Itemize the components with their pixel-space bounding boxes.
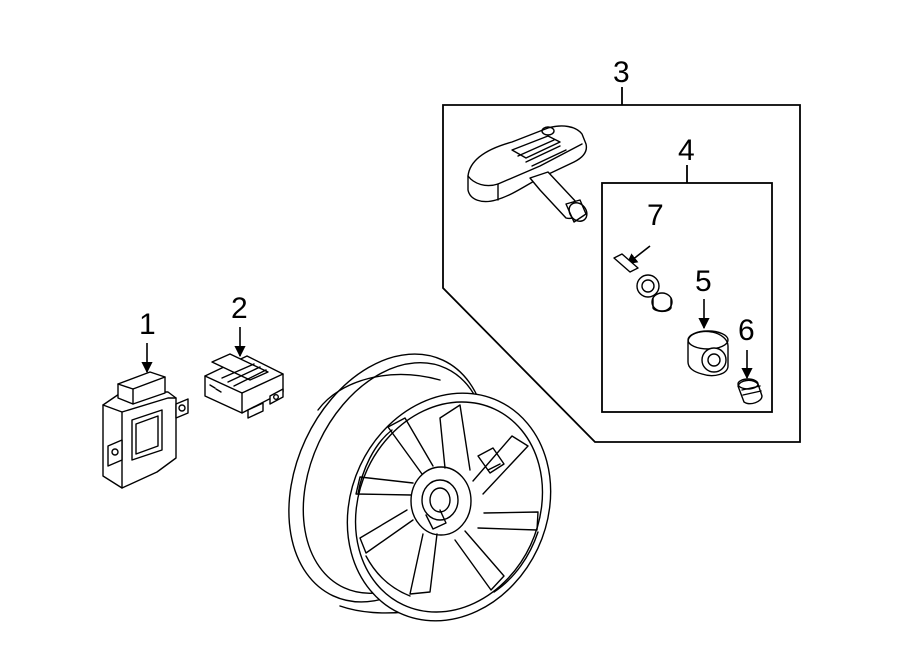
callout-5: 5 — [695, 265, 712, 298]
callout-2: 2 — [231, 292, 248, 325]
callout-1: 1 — [139, 308, 156, 341]
kit-panel-outline — [442, 104, 801, 443]
part-5-valve-nut — [687, 330, 729, 377]
callout-4: 4 — [678, 134, 695, 167]
wheel-rim — [288, 353, 552, 622]
part-6-valve-cap — [737, 378, 763, 405]
part-1-control-module — [102, 371, 189, 489]
part-2-receiver-unit — [204, 353, 284, 419]
callout-7: 7 — [647, 199, 664, 232]
part-7-valve-seal — [613, 253, 673, 313]
callout-3: 3 — [613, 56, 630, 89]
part-3-tpms-sensor — [467, 125, 588, 223]
callout-6: 6 — [738, 314, 755, 347]
